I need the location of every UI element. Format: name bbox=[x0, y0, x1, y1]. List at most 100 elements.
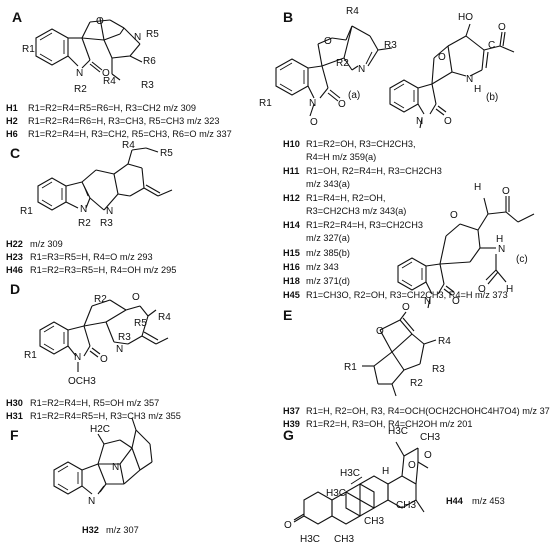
structure-b-c: H O O N H N O O H (c) bbox=[397, 182, 535, 309]
atom-e-6: R3 bbox=[432, 364, 445, 375]
atom-c-3: R1 bbox=[20, 206, 33, 217]
caption-a-code-1: H1 bbox=[6, 103, 18, 113]
caption-c-text-1: m/z 309 bbox=[30, 239, 63, 249]
atom-c-5: R2 bbox=[78, 218, 91, 229]
caption-c-text-3: R1=R2=R3=R5=H, R4=OH m/z 295 bbox=[30, 265, 176, 275]
panel-g: G H3C CH3 H3C H H3C CH3 O O CH3 bbox=[283, 426, 505, 545]
atom-b3-3: O bbox=[502, 186, 510, 197]
panel-label-f: F bbox=[10, 427, 19, 443]
atom-a-9: O bbox=[102, 68, 110, 79]
caption-a-text-2: R1=R2=R4=R6=H, R3=CH3, R5=CH3 m/z 323 bbox=[28, 116, 220, 126]
atom-b3-7: O bbox=[452, 296, 460, 307]
caption-b: H10 R1=R2=OH, R3=CH2CH3, R4=H m/z 359(a)… bbox=[283, 139, 508, 300]
atom-a-10: R2 bbox=[74, 84, 87, 95]
panel-b: B R4 O bbox=[259, 6, 535, 309]
atom-e-3: R4 bbox=[438, 336, 451, 347]
atom-a-5: R6 bbox=[143, 56, 156, 67]
atom-g-3: H3C bbox=[340, 468, 360, 479]
caption-b-code-7: H14 bbox=[283, 220, 301, 230]
atom-b2-4: N bbox=[466, 74, 473, 85]
atom-b2-5: H bbox=[474, 84, 481, 95]
atom-b3-9: H bbox=[506, 284, 513, 295]
atom-g-1: H3C bbox=[388, 426, 408, 437]
structure-c: R4 R5 R1 N R2 N R3 bbox=[20, 140, 173, 229]
atom-g-10: O bbox=[284, 520, 292, 531]
caption-d: H30 R1=R2=R4=H, R5=OH m/z 357 H31 R1=R2=… bbox=[6, 398, 181, 421]
structure-g: H3C CH3 H3C H H3C CH3 O O CH3 O H3C CH3 bbox=[284, 426, 440, 545]
caption-e-text-1: R1=H, R2=OH, R3, R4=OCH(OCH2CHOHC4H7O4) … bbox=[306, 406, 550, 416]
atom-f-1: H2C bbox=[90, 424, 110, 435]
caption-b-text-6: R3=CH2CH3 m/z 343(a) bbox=[306, 206, 406, 216]
structure-f: H2C N N bbox=[53, 417, 153, 507]
caption-b-code-3: H11 bbox=[283, 166, 299, 176]
atom-d-9: N bbox=[116, 344, 123, 355]
atom-b1-3: R3 bbox=[384, 40, 397, 51]
atom-b1-7: N bbox=[309, 98, 316, 109]
atom-b2-6: N bbox=[416, 116, 423, 127]
caption-e-code-2: H39 bbox=[283, 419, 300, 429]
atom-b3-1: H bbox=[474, 182, 481, 193]
atom-g-7: O bbox=[408, 460, 416, 471]
panel-label-b: B bbox=[283, 9, 293, 25]
caption-c: H22 m/z 309 H23 R1=R3=R5=H, R4=O m/z 293… bbox=[6, 239, 176, 275]
structure-b-a: R4 O R3 R2 N R1 N O O (a) bbox=[259, 6, 397, 128]
caption-b-text-2: R4=H m/z 359(a) bbox=[306, 152, 376, 162]
caption-a-code-3: H6 bbox=[6, 129, 18, 139]
panel-label-g: G bbox=[283, 427, 294, 443]
atom-d-2: O bbox=[132, 292, 140, 303]
atom-g-11: H3C bbox=[300, 534, 320, 545]
panel-f: F H2C N N bbox=[10, 417, 153, 535]
atom-b2-3: O bbox=[438, 52, 446, 63]
caption-b-code-12: H45 bbox=[283, 290, 300, 300]
atom-b1-4: R2 bbox=[336, 58, 349, 69]
caption-b-text-4: m/z 343(a) bbox=[306, 179, 350, 189]
caption-b-text-3: R1=OH, R2=R4=H, R3=CH2CH3 bbox=[306, 166, 442, 176]
atom-a-1: O bbox=[96, 16, 104, 27]
atom-b1-2: O bbox=[324, 36, 332, 47]
atom-b3-2: O bbox=[450, 210, 458, 221]
caption-b-text-5: R1=R4=H, R2=OH, bbox=[306, 193, 385, 203]
caption-b-text-1: R1=R2=OH, R3=CH2CH3, bbox=[306, 139, 416, 149]
caption-b-text-11: m/z 371(d) bbox=[306, 276, 350, 286]
caption-b-text-9: m/z 385(b) bbox=[306, 248, 350, 258]
atom-e-5: R2 bbox=[410, 378, 423, 389]
caption-b-code-10: H16 bbox=[283, 262, 300, 272]
atom-e-4: R1 bbox=[344, 362, 357, 373]
atom-c-6: N bbox=[106, 206, 113, 217]
caption-g-code-1: H44 bbox=[446, 496, 464, 506]
caption-e-code-1: H37 bbox=[283, 406, 300, 416]
structure-d: R2 O R5 R4 R1 N O OCH3 N R3 bbox=[24, 292, 171, 387]
atom-a-4: R1 bbox=[22, 44, 35, 55]
atom-g-4: H bbox=[382, 466, 389, 477]
atom-b3-5: H bbox=[496, 234, 503, 245]
structure-b-b: HO C O N H N O O (b) bbox=[389, 12, 515, 129]
atom-d-3: R5 bbox=[134, 318, 147, 329]
atom-b2-7: O bbox=[444, 116, 452, 127]
panel-label-a: A bbox=[12, 9, 22, 25]
atom-c-1: R4 bbox=[122, 140, 135, 151]
atom-b1-5: N bbox=[358, 64, 365, 75]
atom-g-5: H3C bbox=[326, 488, 346, 499]
atom-e-1: O bbox=[402, 302, 410, 313]
caption-b-text-8: m/z 327(a) bbox=[306, 233, 350, 243]
caption-b-text-10: m/z 343 bbox=[306, 262, 339, 272]
panel-a: A bbox=[6, 9, 232, 139]
atom-g-12: CH3 bbox=[334, 534, 354, 545]
caption-g: H44 m/z 453 bbox=[446, 496, 505, 506]
atom-e-2: O bbox=[376, 326, 384, 337]
caption-a: H1 R1=R2=R4=R5=R6=H, R3=CH2 m/z 309 H2 R… bbox=[6, 103, 232, 139]
panel-e: E O O R4 R1 R2 R3 H37 bbox=[283, 302, 550, 429]
caption-c-code-3: H46 bbox=[6, 265, 23, 275]
atom-b2-1: HO bbox=[458, 12, 473, 23]
atom-c-4: N bbox=[80, 204, 87, 215]
atom-a-2: N bbox=[134, 32, 141, 43]
caption-b-code-11: H18 bbox=[283, 276, 300, 286]
atom-a-3: R5 bbox=[146, 29, 159, 40]
sublabel-b-b: (b) bbox=[486, 92, 498, 103]
atom-g-6: CH3 bbox=[396, 500, 416, 511]
caption-c-code-1: H22 bbox=[6, 239, 23, 249]
atom-g-2: CH3 bbox=[420, 432, 440, 443]
atom-b3-6: N bbox=[424, 296, 431, 307]
atom-f-3: N bbox=[88, 496, 95, 507]
